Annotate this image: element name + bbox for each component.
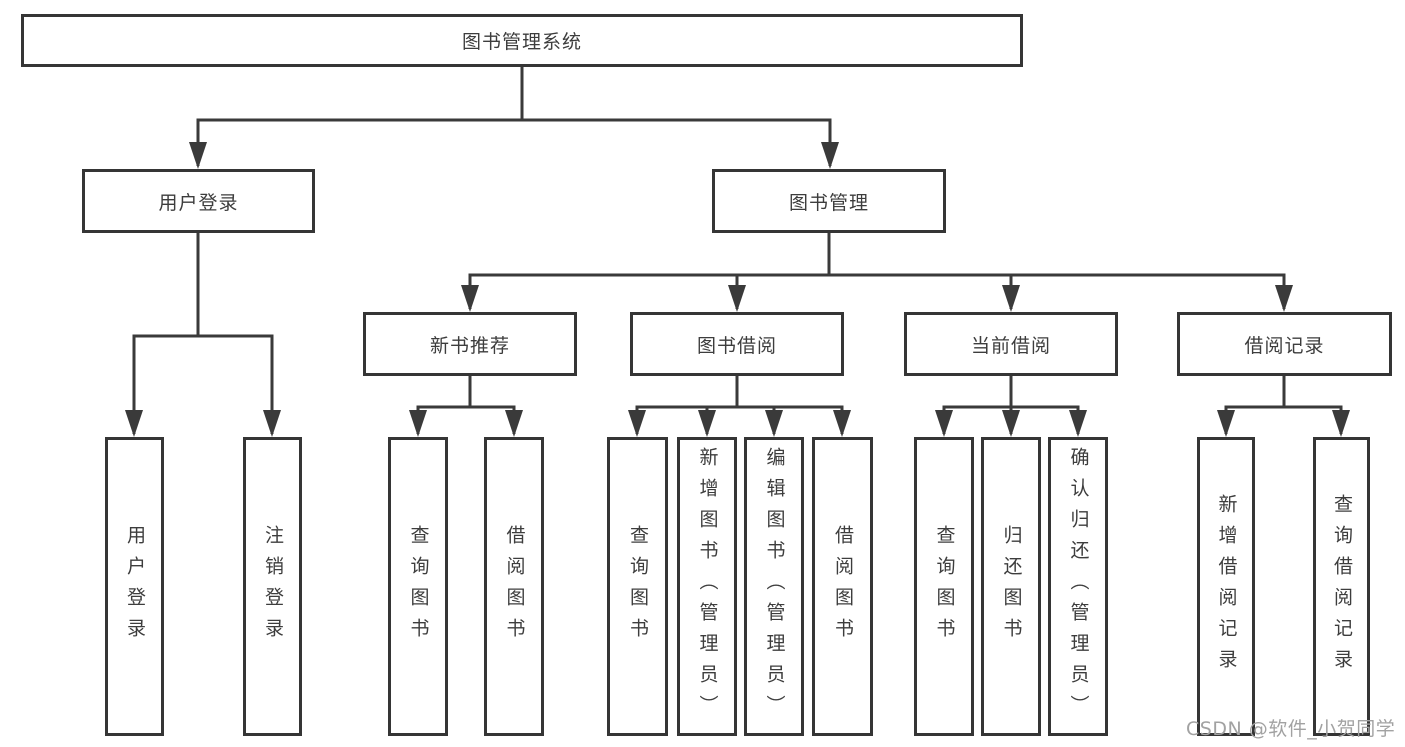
node-leaf-cb-query-books-label: 查询图书	[933, 524, 956, 649]
node-leaf-cb-return-books: 归还图书	[981, 437, 1041, 736]
node-leaf-bb-query-books-label: 查询图书	[627, 524, 649, 649]
node-leaf-nb-borrow-books: 借阅图书	[484, 437, 544, 736]
node-leaf-user-login: 用户登录	[105, 437, 164, 736]
node-borrow-record: 借阅记录	[1177, 312, 1392, 376]
node-leaf-bb-borrow-books: 借阅图书	[812, 437, 873, 736]
node-borrow-record-label: 借阅记录	[1244, 334, 1325, 357]
node-leaf-bb-borrow-books-label: 借阅图书	[832, 524, 854, 649]
connector-root-to-level2	[196, 67, 832, 166]
node-leaf-bb-query-books: 查询图书	[607, 437, 668, 736]
node-current-borrow-label: 当前借阅	[970, 334, 1051, 357]
node-new-book-recommend: 新书推荐	[363, 312, 577, 376]
node-root-label: 图书管理系统	[461, 31, 582, 53]
connector-currentborrow-to-children	[942, 376, 1080, 434]
connector-bookborrow-to-children	[635, 376, 844, 434]
node-leaf-cb-query-books: 查询图书	[914, 437, 974, 736]
node-leaf-cb-return-books-label: 归还图书	[1000, 524, 1023, 649]
connector-borrowrecord-to-children	[1224, 376, 1343, 434]
node-leaf-nb-borrow-books-label: 借阅图书	[503, 524, 526, 649]
node-book-borrow-label: 图书借阅	[696, 334, 777, 357]
node-leaf-cb-confirm-return-admin: 确认归还（管理员）	[1048, 437, 1108, 736]
node-leaf-br-query-record-label: 查询借阅记录	[1331, 493, 1353, 680]
node-root: 图书管理系统	[21, 14, 1023, 67]
csdn-watermark: CSDN @软件_小贺同学	[1186, 718, 1396, 740]
node-new-book-recommend-label: 新书推荐	[429, 334, 510, 357]
node-book-borrow: 图书借阅	[630, 312, 844, 376]
node-leaf-bb-edit-books-admin-label: 编辑图书（管理员）	[763, 447, 786, 726]
node-book-management-label: 图书管理	[788, 191, 869, 214]
node-book-management: 图书管理	[712, 169, 946, 233]
connector-userlogin-to-children	[132, 233, 274, 434]
node-current-borrow: 当前借阅	[904, 312, 1118, 376]
node-leaf-br-add-record-label: 新增借阅记录	[1215, 493, 1238, 680]
node-leaf-cb-confirm-return-admin-label: 确认归还（管理员）	[1067, 447, 1090, 726]
node-leaf-nb-query-books-label: 查询图书	[407, 524, 430, 649]
node-leaf-bb-add-books-admin-label: 新增图书（管理员）	[696, 447, 719, 726]
node-leaf-br-query-record: 查询借阅记录	[1313, 437, 1370, 736]
node-user-login: 用户登录	[82, 169, 315, 233]
node-leaf-logout: 注销登录	[243, 437, 302, 736]
node-leaf-br-add-record: 新增借阅记录	[1197, 437, 1255, 736]
node-leaf-bb-edit-books-admin: 编辑图书（管理员）	[744, 437, 804, 736]
node-leaf-logout-label: 注销登录	[262, 524, 284, 649]
node-leaf-user-login-label: 用户登录	[124, 524, 146, 649]
connector-bookmgmt-to-level3	[468, 233, 1286, 309]
node-leaf-bb-add-books-admin: 新增图书（管理员）	[677, 437, 737, 736]
node-user-login-label: 用户登录	[158, 191, 239, 214]
node-leaf-nb-query-books: 查询图书	[388, 437, 448, 736]
connector-newbookrec-to-children	[416, 376, 516, 434]
